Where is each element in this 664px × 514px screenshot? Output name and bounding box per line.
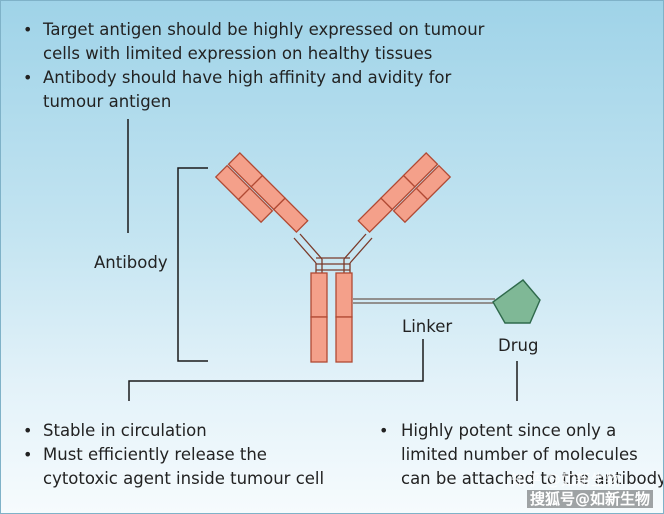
top-bullet-1-line-2: cells with limited expression on healthy… <box>43 44 433 63</box>
bottom-right-bullet-line-2: limited number of molecules <box>401 445 638 464</box>
bullet-marker: • <box>23 20 33 39</box>
bullet-marker: • <box>23 421 33 440</box>
bullet-marker: • <box>23 68 33 87</box>
linker <box>353 298 495 304</box>
antibody-label: Antibody <box>94 253 168 272</box>
top-bullet-2-line-1: Antibody should have high affinity and a… <box>43 68 452 87</box>
sohu-watermark: 搜狐号@如新生物 <box>527 490 654 508</box>
antibody-hinge <box>293 233 373 273</box>
antibody-right-fab-arm <box>357 151 452 234</box>
antibody-bracket <box>177 167 208 362</box>
bottom-right-bullet-line-3: can be attached to the antibody <box>401 469 664 488</box>
drug-label: Drug <box>498 336 539 355</box>
bottom-left-bullet-2-line-1: Must efficiently release the <box>43 445 267 464</box>
linker-label: Linker <box>402 317 453 336</box>
bottom-right-bullet-line-1: Highly potent since only a <box>401 421 617 440</box>
bottom-left-bullet-1: Stable in circulation <box>43 421 207 440</box>
top-bullet-2-line-2: tumour antigen <box>43 92 172 111</box>
top-bullet-1-line-1: Target antigen should be highly expresse… <box>43 20 485 39</box>
linker-callout-line <box>128 339 424 401</box>
antibody-left-fab-arm <box>214 151 309 234</box>
zhihu-watermark: 知乎 @如新生物 <box>511 471 621 489</box>
drug-pentagon <box>492 279 541 324</box>
bullet-marker: • <box>23 445 33 464</box>
bullet-marker: • <box>379 421 389 440</box>
connector-lines <box>127 119 518 401</box>
bottom-left-bullet-2-line-2: cytotoxic agent inside tumour cell <box>43 469 325 488</box>
antibody-fc-region <box>310 272 353 363</box>
